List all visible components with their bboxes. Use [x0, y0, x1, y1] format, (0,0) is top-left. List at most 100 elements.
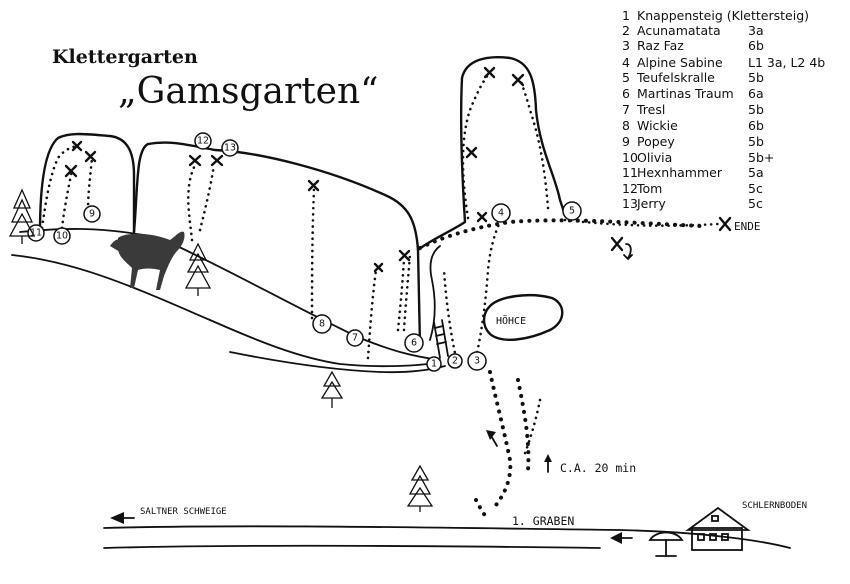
- anchor-x-icon: [465, 146, 478, 159]
- hut-icon: [685, 506, 751, 551]
- legend-no: 3: [622, 38, 630, 53]
- base-slope-lower: [11, 254, 441, 368]
- route-number-4: 4: [491, 203, 511, 223]
- legend-name: Knappensteig (Klettersteig): [637, 8, 809, 23]
- right-tower-outline: [416, 56, 567, 252]
- svg-text:7: 7: [352, 333, 358, 344]
- legend-name: Acunamatata: [637, 23, 721, 38]
- title-line1: Klettergarten: [52, 46, 198, 68]
- legend-no: 10: [622, 150, 638, 165]
- route-2-line: [442, 268, 458, 360]
- anchor-x-icon: [483, 66, 496, 79]
- legend-name: Tresl: [636, 102, 665, 117]
- left-arrow-icon: [110, 512, 135, 524]
- route-number-2: 2: [447, 353, 463, 369]
- ende-x-mark-b: [718, 216, 732, 232]
- anchor-x-icon: [476, 211, 488, 223]
- legend-grade: 5b+: [748, 150, 774, 165]
- legend-name: Olivia: [637, 150, 672, 165]
- graben-label: 1. GRABEN: [512, 514, 574, 528]
- legend-grade: 5b: [748, 70, 764, 85]
- route-number-1: 1: [426, 356, 442, 372]
- route-10-line: [60, 168, 74, 230]
- legend-row: 3 Raz Faz 6b: [622, 38, 764, 53]
- anchor-marks: [64, 66, 525, 273]
- ladder-icon: [433, 319, 449, 359]
- legend-name: Teufelskralle: [636, 70, 715, 85]
- legend-name: Popey: [637, 134, 675, 149]
- base-slope-bottom: [229, 351, 446, 374]
- umbrella-icon: [648, 531, 684, 557]
- anchor-x-icon: [64, 164, 78, 178]
- road-upper: [103, 525, 791, 549]
- anchor-x-icon: [373, 262, 384, 273]
- svg-text:12: 12: [197, 136, 209, 147]
- svg-text:5: 5: [569, 206, 575, 217]
- svg-text:6: 6: [411, 338, 417, 349]
- title-line2: „Gamsgarten“: [118, 71, 379, 112]
- legend-no: 5: [622, 70, 630, 85]
- legend-name: Raz Faz: [637, 38, 684, 53]
- time-marker: C.A. 20 min: [544, 454, 636, 475]
- route-12-line: [198, 163, 216, 232]
- anchor-x-icon: [71, 140, 83, 152]
- legend-grade: 6b: [748, 38, 764, 53]
- route-number-8: 8: [312, 314, 332, 334]
- route-5-line: [518, 76, 550, 210]
- descent-marker: [610, 236, 633, 261]
- svg-text:2: 2: [452, 356, 458, 367]
- ende-label: ENDE: [734, 220, 761, 233]
- legend-grade: 6b: [748, 118, 764, 133]
- cave-outline: [482, 293, 564, 341]
- tree-icon: [406, 464, 434, 512]
- route-number-11: 11: [27, 224, 45, 242]
- legend-row: 5 Teufelskralle 5b: [622, 70, 764, 85]
- cave-label: HÖHCE: [496, 314, 526, 327]
- legend-no: 11: [622, 165, 638, 180]
- route-number-3: 3: [467, 351, 487, 371]
- route-4-line: [461, 70, 492, 220]
- legend-grade: 5c: [748, 196, 763, 211]
- route-number-9: 9: [83, 205, 101, 223]
- legend-no: 7: [622, 102, 630, 117]
- legend-grade: 3a: [748, 23, 764, 38]
- right-place-label: SCHLERNBODEN: [742, 501, 807, 511]
- legend-grade: 5a: [748, 165, 764, 180]
- svg-text:9: 9: [89, 209, 95, 220]
- legend-grade: 5c: [748, 181, 763, 196]
- legend-name: Hexnhammer: [637, 165, 723, 180]
- time-label: C.A. 20 min: [560, 461, 636, 475]
- route-number-13: 13: [221, 139, 239, 157]
- route-7-line: [366, 268, 378, 360]
- top-traverse-path-2: [563, 218, 720, 227]
- legend-no: 9: [622, 134, 630, 149]
- anchor-x-icon: [398, 249, 411, 262]
- legend-no: 8: [622, 118, 630, 133]
- route-8-line: [310, 186, 316, 320]
- legend-no: 12: [622, 181, 638, 196]
- anchor-x-icon: [511, 73, 525, 87]
- route-6b-line: [402, 253, 412, 332]
- up-arrow-icon: [486, 430, 498, 447]
- tree-icon: [8, 188, 36, 244]
- legend-name: Jerry: [636, 196, 666, 211]
- legend-row: 2 Acunamatata 3a: [622, 23, 764, 38]
- legend-no: 2: [622, 23, 630, 38]
- tree-icon: [184, 242, 212, 296]
- legend-name: Alpine Sabine: [637, 55, 723, 70]
- cave: HÖHCE: [482, 293, 564, 341]
- legend-grade: L1 3a, L2 4b: [748, 55, 825, 70]
- svg-text:11: 11: [30, 228, 42, 239]
- svg-text:1: 1: [431, 359, 437, 370]
- legend-grade: 6a: [748, 86, 764, 101]
- route-number-10: 10: [53, 227, 71, 245]
